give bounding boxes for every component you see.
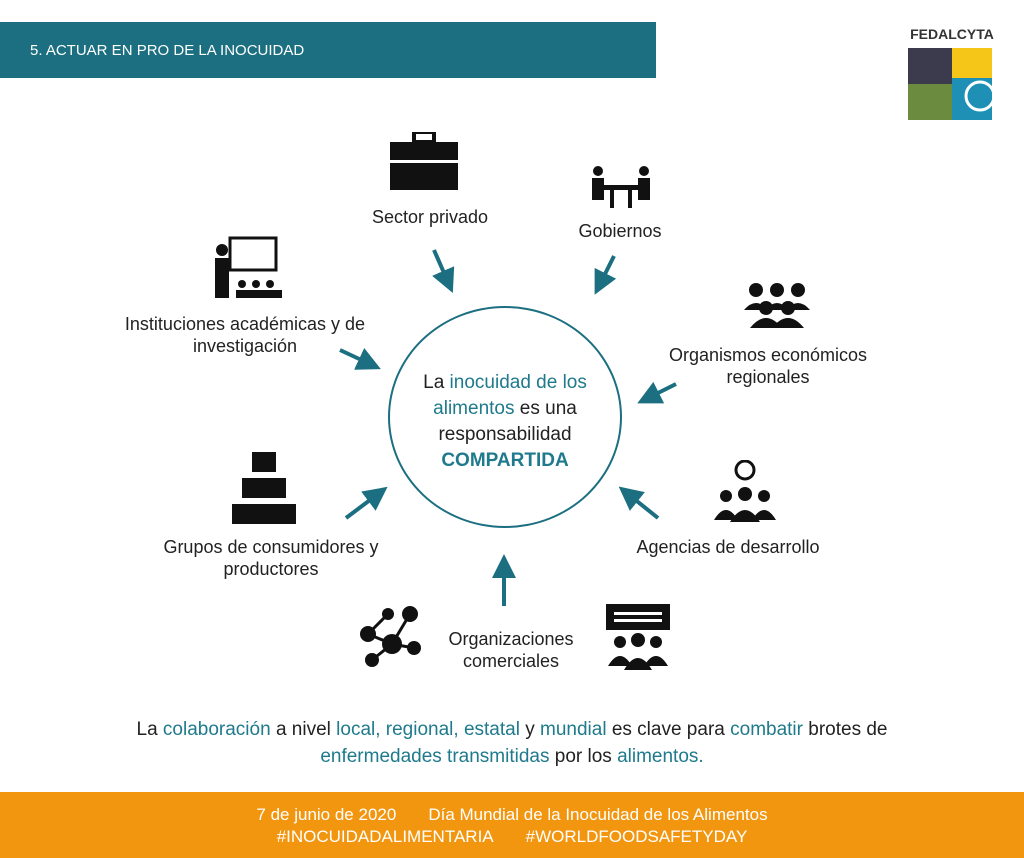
label-grupos: Grupos de consumidores y productores bbox=[163, 537, 379, 579]
arrow-agencias bbox=[618, 486, 660, 520]
arrow-gobiernos bbox=[594, 255, 617, 295]
arrow-organismos bbox=[637, 381, 677, 404]
msg-p10: enfermedades transmitidas bbox=[320, 746, 550, 767]
center-circle bbox=[388, 306, 622, 528]
msg-p4: local, regional, estatal bbox=[336, 719, 520, 740]
footer-banner: 7 de junio de 2020 Día Mundial de la Inoc… bbox=[0, 792, 1024, 858]
key-message: La colaboración a nivel local, regional,… bbox=[0, 716, 1024, 770]
center-t1: La bbox=[423, 372, 450, 393]
center-t2: inocuidad de los alimentos bbox=[433, 372, 587, 419]
footer-date: 7 de junio de 2020 bbox=[256, 805, 397, 824]
center-text: La inocuidad de los alimentos es una res… bbox=[390, 370, 620, 474]
arrow-sector-privado bbox=[432, 249, 455, 293]
section-title: 5. ACTUAR EN PRO DE LA INOCUIDAD bbox=[30, 42, 305, 59]
footer-hashtag-2: #WORLDFOODSAFETYDAY bbox=[525, 827, 748, 846]
msg-p6: mundial bbox=[540, 719, 607, 740]
section-header: 5. ACTUAR EN PRO DE LA INOCUIDAD bbox=[0, 22, 656, 78]
footer-event: Día Mundial de la Inocuidad de los Alime… bbox=[428, 805, 768, 824]
logo-text: FEDALCYTA bbox=[910, 26, 994, 42]
briefcase-icon bbox=[390, 132, 458, 190]
msg-p11: por los bbox=[549, 746, 618, 767]
presentation-team-icon bbox=[606, 604, 670, 670]
label-organizaciones: Organizaciones comerciales bbox=[448, 629, 574, 671]
idea-team-icon bbox=[714, 460, 776, 522]
msg-p12: alimentos. bbox=[617, 746, 704, 767]
msg-p7: es clave para bbox=[606, 719, 731, 740]
fedalcyta-logo: FEDALCYTA bbox=[900, 26, 1004, 122]
arrow-instituciones bbox=[339, 348, 381, 370]
teacher-icon bbox=[215, 236, 282, 298]
label-agencias: Agencias de desarrollo bbox=[636, 537, 820, 557]
msg-p9: brotes de bbox=[802, 719, 888, 740]
label-sector-privado: Sector privado bbox=[371, 207, 489, 227]
msg-p3: a nivel bbox=[270, 719, 337, 740]
label-organismos: Organismos económicos regionales bbox=[668, 345, 868, 387]
msg-p2: colaboración bbox=[162, 719, 271, 740]
msg-p1: La bbox=[136, 719, 163, 740]
arrow-grupos bbox=[344, 486, 388, 520]
msg-p8: combatir bbox=[730, 719, 803, 740]
label-gobiernos: Gobiernos bbox=[578, 221, 662, 241]
center-t4: COMPARTIDA bbox=[441, 450, 569, 471]
crowd-icon bbox=[232, 452, 296, 524]
group-icon bbox=[744, 283, 810, 328]
center-t3: es una responsabilidad bbox=[438, 398, 577, 445]
footer-hashtag-1: #INOCUIDADALIMENTARIA bbox=[276, 827, 494, 846]
meeting-icon bbox=[592, 166, 650, 208]
msg-p5: y bbox=[519, 719, 540, 740]
network-icon bbox=[360, 606, 421, 667]
label-instituciones: Instituciones académicas y de investigac… bbox=[124, 314, 366, 356]
